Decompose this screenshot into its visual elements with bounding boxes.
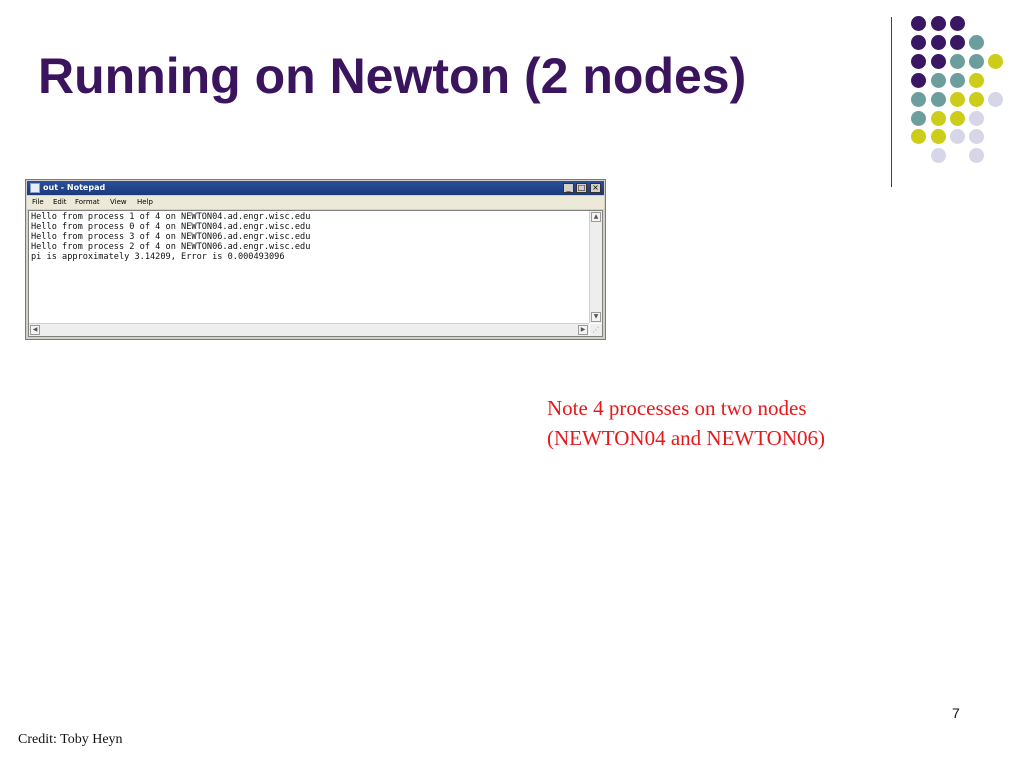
dot — [950, 129, 965, 144]
dot — [950, 54, 965, 69]
menu-bar: File Edit Format View Help — [27, 196, 604, 209]
close-button[interactable]: × — [590, 183, 601, 193]
dot — [931, 92, 946, 107]
dot — [969, 92, 984, 107]
note-line-1: Note 4 processes on two nodes — [547, 396, 807, 420]
dot — [969, 35, 984, 50]
dot — [931, 16, 946, 31]
credit-text: Credit: Toby Heyn — [18, 732, 123, 747]
text-editor-area[interactable]: Hello from process 1 of 4 on NEWTON04.ad… — [28, 210, 603, 337]
note-text: Note 4 processes on two nodes (NEWTON04 … — [547, 393, 825, 453]
dot — [988, 92, 1003, 107]
vertical-scrollbar[interactable]: ▲ ▼ — [589, 211, 602, 323]
dot — [931, 111, 946, 126]
dot — [988, 54, 1003, 69]
dot — [969, 73, 984, 88]
horizontal-scrollbar[interactable]: ◀ ▶ — [29, 323, 589, 336]
dot — [911, 73, 926, 88]
dot — [911, 54, 926, 69]
scroll-down-arrow-icon[interactable]: ▼ — [591, 312, 601, 322]
menu-view[interactable]: View — [110, 198, 127, 206]
dot — [911, 129, 926, 144]
dot — [931, 148, 946, 163]
window-titlebar[interactable]: out - Notepad _ □ × — [27, 181, 604, 195]
notepad-icon — [30, 183, 40, 193]
minimize-button[interactable]: _ — [563, 183, 574, 193]
maximize-button[interactable]: □ — [576, 183, 587, 193]
dot — [950, 73, 965, 88]
dot — [931, 129, 946, 144]
menu-edit[interactable]: Edit — [53, 198, 67, 206]
dot — [911, 35, 926, 50]
page-number: 7 — [952, 705, 960, 721]
dot — [931, 35, 946, 50]
menu-format[interactable]: Format — [75, 198, 100, 206]
dot — [969, 129, 984, 144]
dot — [969, 148, 984, 163]
slide-title: Running on Newton (2 nodes) — [38, 48, 747, 104]
menu-help[interactable]: Help — [137, 198, 153, 206]
divider-line — [891, 17, 892, 187]
scroll-left-arrow-icon[interactable]: ◀ — [30, 325, 40, 335]
dot — [969, 111, 984, 126]
menu-file[interactable]: File — [32, 198, 44, 206]
window-title: out - Notepad — [43, 183, 106, 192]
scroll-right-arrow-icon[interactable]: ▶ — [578, 325, 588, 335]
dot — [950, 16, 965, 31]
dot — [950, 92, 965, 107]
dot — [931, 54, 946, 69]
resize-grip-icon[interactable]: ⋰ — [590, 324, 602, 336]
dot — [969, 54, 984, 69]
note-line-2: (NEWTON04 and NEWTON06) — [547, 426, 825, 450]
scroll-up-arrow-icon[interactable]: ▲ — [591, 212, 601, 222]
dot — [911, 111, 926, 126]
document-text[interactable]: Hello from process 1 of 4 on NEWTON04.ad… — [31, 212, 311, 262]
dot — [950, 35, 965, 50]
dot — [911, 16, 926, 31]
dot — [950, 111, 965, 126]
dot — [911, 92, 926, 107]
dot — [931, 73, 946, 88]
notepad-window: out - Notepad _ □ × File Edit Format Vie… — [25, 179, 606, 340]
